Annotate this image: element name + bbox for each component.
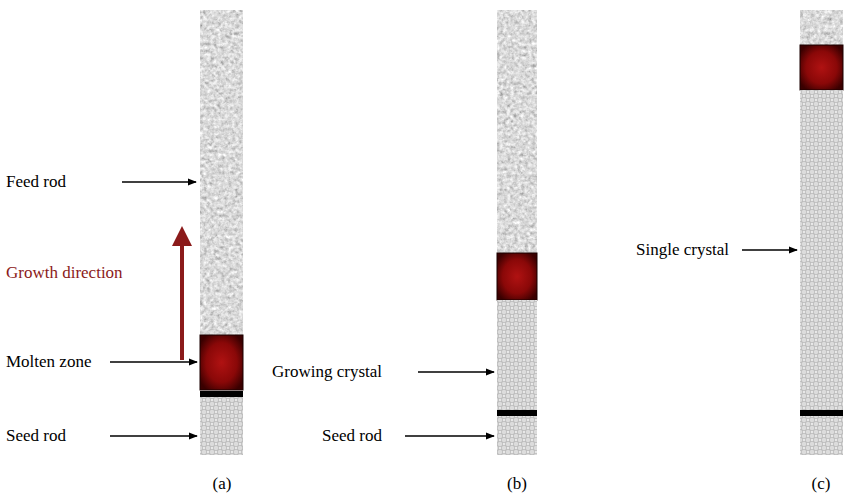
part-label: Seed rod xyxy=(6,427,66,446)
part-label: Seed rod xyxy=(322,427,382,446)
feed-rod xyxy=(800,10,843,45)
molten-zone xyxy=(200,335,243,390)
part-label: Growing crystal xyxy=(272,363,382,382)
feed-rod xyxy=(497,10,537,253)
leader-arrow xyxy=(742,249,797,250)
seed-interface xyxy=(497,410,537,416)
leader-arrow xyxy=(122,181,196,182)
seed-interface xyxy=(200,391,243,397)
panel-label: (c) xyxy=(812,475,831,494)
leader-arrow xyxy=(110,435,197,436)
seed-interface xyxy=(800,410,843,416)
panel-label: (a) xyxy=(213,475,232,494)
growth-arrow xyxy=(180,230,184,360)
part-label: Molten zone xyxy=(6,353,91,372)
molten-zone xyxy=(800,45,843,90)
leader-arrow xyxy=(405,435,494,436)
seed-rod xyxy=(800,416,843,455)
seed-rod xyxy=(497,416,537,455)
leader-arrow xyxy=(418,371,494,372)
seed-rod xyxy=(200,397,243,455)
panel-label: (b) xyxy=(507,475,527,494)
single-crystal xyxy=(800,90,843,410)
direction-label: Growth direction xyxy=(6,264,123,283)
molten-zone xyxy=(497,253,537,300)
part-label: Feed rod xyxy=(6,173,66,192)
feed-rod xyxy=(200,10,243,335)
part-label: Single crystal xyxy=(636,241,729,260)
growing-crystal xyxy=(497,300,537,410)
leader-arrow xyxy=(110,361,197,362)
